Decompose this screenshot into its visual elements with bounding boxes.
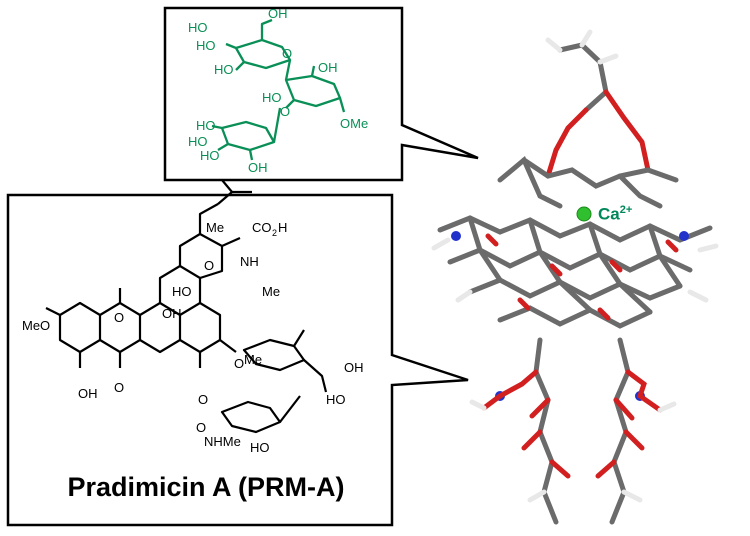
sugar-structure [211, 18, 346, 161]
top-sugar-chain [497, 29, 679, 209]
prm-label: O [196, 420, 206, 435]
prm-label: O [114, 380, 124, 395]
prm-label: OH [162, 306, 182, 321]
sugar-callout: HO OH HO HO O OH HO O HO HO HO OH OMe [163, 6, 479, 182]
sugar-label: HO [196, 38, 216, 53]
ion-charge: 2+ [619, 204, 633, 216]
sugar-label: HO [188, 20, 208, 35]
calcium-ion-label: Ca2+ [598, 204, 632, 225]
nitrogen-atom [451, 231, 461, 241]
prm-label: H [278, 220, 287, 235]
sugar-label: HO [262, 90, 282, 105]
nitrogen-atom [679, 231, 689, 241]
prm-label: O [204, 258, 214, 273]
prm-label: O [114, 310, 124, 325]
prm-callout: Me CO 2 H NH O HO Me O OH MeO O OH O OH … [6, 179, 469, 527]
prm-label: CO [252, 220, 272, 235]
prm-label: NHMe [204, 434, 241, 449]
sugar-label: OH [248, 160, 268, 175]
prm-label: HO [172, 284, 192, 299]
prm-label: Me [206, 220, 224, 235]
ion-symbol: Ca [598, 204, 620, 224]
prm-label: 2 [272, 228, 277, 238]
prm-label: HO [250, 440, 270, 455]
sugar-label: OMe [340, 116, 368, 131]
sugar-label: HO [200, 148, 220, 163]
aglycon-stack [431, 215, 719, 329]
sugar-label: O [282, 46, 292, 61]
prm-structure [45, 179, 328, 434]
prm-label: MeO [22, 318, 50, 333]
prm-label: O [198, 392, 208, 407]
sugar-label: O [280, 104, 290, 119]
prm-label: OH [344, 360, 364, 375]
prm-label: OH [78, 386, 98, 401]
calcium-ion [576, 206, 592, 222]
sugar-label: HO [188, 134, 208, 149]
molecular-model [431, 29, 719, 525]
sugar-label: OH [318, 60, 338, 75]
sugar-label: OH [268, 6, 288, 21]
sugar-label: HO [196, 118, 216, 133]
prm-label: HO [326, 392, 346, 407]
prm-label: O [234, 356, 244, 371]
prm-label: NH [240, 254, 259, 269]
prm-label: Me [262, 284, 280, 299]
prm-label: Me [244, 352, 262, 367]
sugar-label: HO [214, 62, 234, 77]
compound-title: Pradimicin A (PRM-A) [67, 472, 345, 502]
lower-sugar-chains [469, 337, 677, 525]
